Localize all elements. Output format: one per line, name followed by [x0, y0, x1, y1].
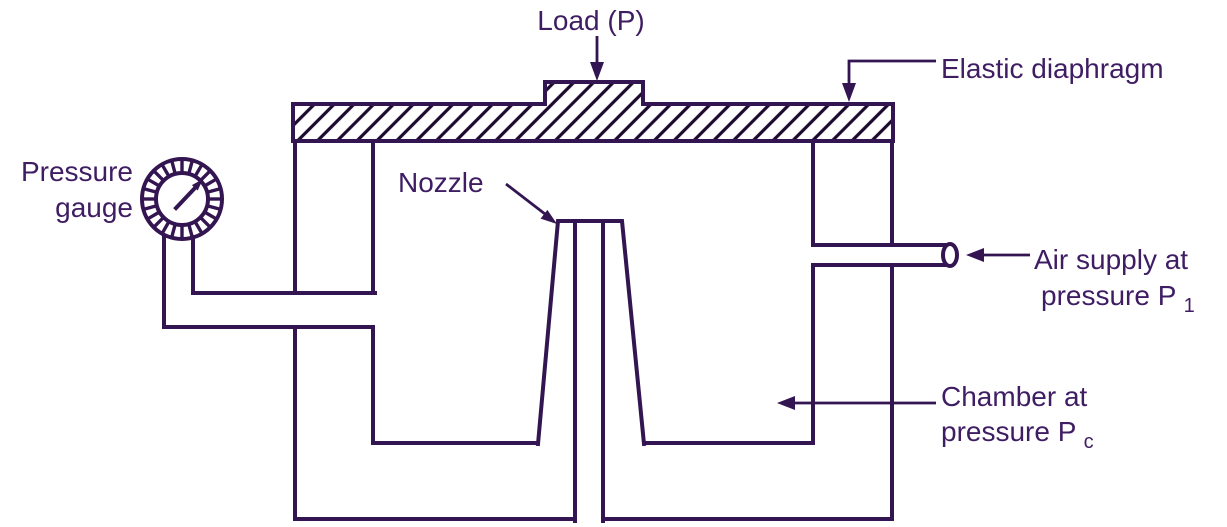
- load-arrow: [590, 36, 604, 81]
- pressure-gauge-label-line2: gauge: [55, 192, 133, 223]
- air-supply-label-line1: Air supply at: [1034, 244, 1188, 275]
- air-supply-label-line2: pressure P 1: [1041, 280, 1195, 317]
- elastic-diaphragm-label: Elastic diaphragm: [941, 53, 1164, 84]
- chamber-arrow: [777, 396, 936, 410]
- nozzle-body: [535, 219, 647, 523]
- gauge-needle-icon: [173, 179, 203, 211]
- pressure-gauge: [140, 157, 224, 329]
- air-supply-arrow: [966, 248, 1030, 262]
- gauge-tick-ring: [143, 160, 221, 238]
- nozzle-leader: [505, 182, 557, 224]
- chamber-pressure-subscript: c: [1084, 431, 1094, 453]
- air-supply-pressure-subscript: 1: [1184, 295, 1195, 317]
- air-supply-label-line2-main: pressure P: [1041, 280, 1176, 311]
- gauge-outer-ring: [140, 157, 224, 241]
- nozzle-tube: [573, 219, 605, 523]
- pressure-gauge-label-line1: Pressure: [21, 156, 133, 187]
- chamber-label-line1: Chamber at: [941, 381, 1088, 412]
- gauge-pipe: [162, 235, 195, 329]
- air-supply-pipe: [811, 242, 959, 268]
- gauge-dial: [154, 171, 210, 227]
- chamber-walls: [162, 139, 894, 521]
- load-label: Load (P): [537, 5, 644, 36]
- elastic-diaphragm-bar: [291, 80, 895, 143]
- pipe-mouth: [941, 242, 959, 268]
- elastic-diaphragm-leader: [842, 59, 936, 102]
- chamber-label-line2: pressure P c: [941, 416, 1094, 453]
- chamber-label-line2-main: pressure P: [941, 416, 1076, 447]
- nozzle-label: Nozzle: [398, 167, 484, 198]
